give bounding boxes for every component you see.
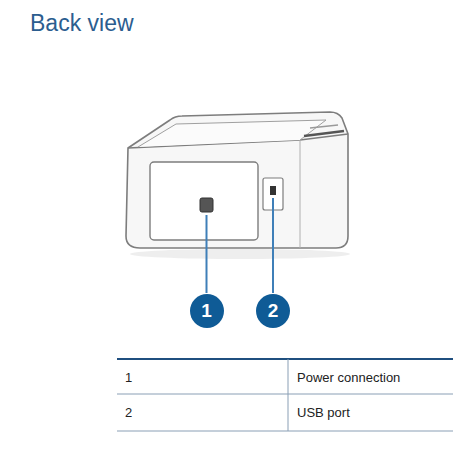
page-title: Back view <box>30 10 134 37</box>
table-cell: 2 <box>125 405 132 420</box>
side-edge <box>300 140 301 248</box>
table-rule <box>288 359 289 431</box>
table-rule <box>117 358 453 360</box>
control-strip <box>304 131 344 136</box>
printer-body <box>126 112 348 248</box>
table-rule <box>117 431 453 432</box>
table-cell: 1 <box>125 370 132 385</box>
power-port <box>200 198 213 212</box>
leader-line <box>206 215 208 293</box>
table-cell: Power connection <box>297 370 400 385</box>
callout-number: 1 <box>201 300 212 322</box>
control-strip <box>310 125 338 128</box>
callout-circle: 2 <box>256 294 290 328</box>
scanner-lid <box>138 120 326 147</box>
callout-number: 2 <box>268 300 279 322</box>
back-panel <box>150 162 258 240</box>
table-cell: USB port <box>297 405 350 420</box>
table-rule <box>117 394 453 395</box>
leader-line <box>272 198 274 293</box>
shadow <box>130 249 350 259</box>
callout-circle: 1 <box>190 294 224 328</box>
usb-port <box>270 186 276 195</box>
